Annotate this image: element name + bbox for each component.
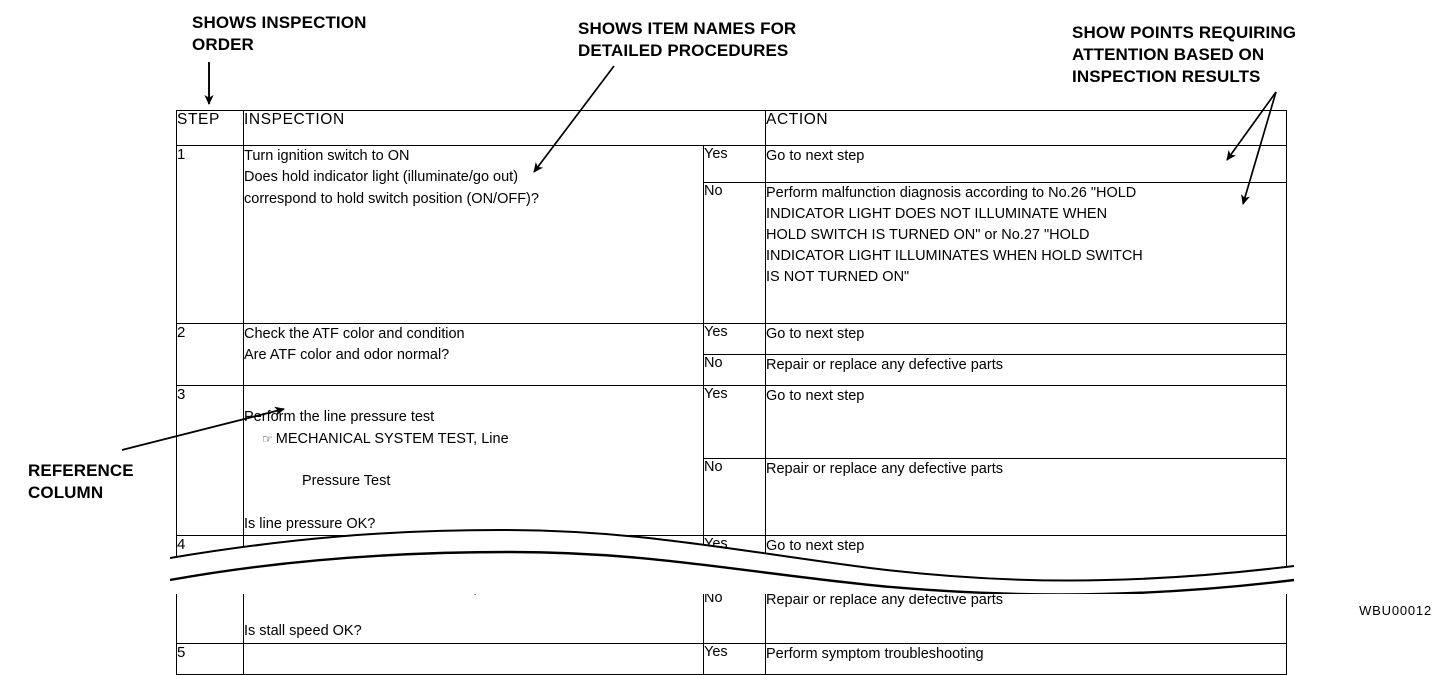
figure-canvas: SHOWS INSPECTION ORDER SHOWS ITEM NAMES … bbox=[28, 13, 1432, 675]
result-label: Yes bbox=[702, 385, 767, 459]
result-label: Yes bbox=[702, 642, 767, 675]
inspection-table: STEP INSPECTION ACTION 1 Turn ignition s… bbox=[176, 110, 1288, 675]
action-text: Repair or replace any defective parts bbox=[765, 354, 1288, 386]
action-text: Go to next step bbox=[765, 323, 1288, 355]
pointing-hand-icon: ☞ bbox=[262, 431, 273, 446]
inspection-table-wrapper: STEP INSPECTION ACTION 1 Turn ignition s… bbox=[176, 110, 1288, 675]
step-number: 3 bbox=[176, 384, 244, 537]
table-row: No Repair or replace any defective parts bbox=[177, 354, 1288, 386]
inspection-question: Is stall speed OK? bbox=[244, 623, 362, 640]
action-text: Repair or replace any defective parts bbox=[765, 588, 1288, 644]
action-text: Go to next step bbox=[765, 145, 1288, 183]
header-step: STEP bbox=[176, 110, 244, 146]
inspection-lead-line: Perform the stall test bbox=[244, 559, 377, 576]
result-label: No bbox=[702, 354, 767, 386]
step-number: 1 bbox=[176, 145, 244, 324]
inspection-text bbox=[243, 642, 704, 675]
figure-code: WBU00012 bbox=[1359, 603, 1432, 618]
reference-line: ☞MECHANICAL SYSTEM TEST, Stall Test bbox=[244, 579, 703, 600]
callout-reference-column: REFERENCE COLUMN bbox=[28, 461, 134, 502]
pointing-hand-icon: ☞ bbox=[262, 581, 273, 596]
inspection-text: Perform the line pressure test ☞MECHANIC… bbox=[243, 384, 704, 537]
action-text: Perform symptom troubleshooting bbox=[765, 642, 1288, 675]
action-text: Go to next step bbox=[765, 385, 1288, 459]
action-text: Perform malfunction diagnosis according … bbox=[765, 182, 1288, 324]
header-row: STEP INSPECTION ACTION bbox=[176, 110, 1288, 146]
callout-inspection-order: SHOWS INSPECTION ORDER bbox=[192, 13, 367, 54]
result-label: Yes bbox=[702, 145, 767, 183]
header-inspection: INSPECTION bbox=[242, 110, 767, 146]
step-number: 4 bbox=[176, 535, 244, 644]
result-label: Yes bbox=[702, 535, 767, 590]
table-row: 3 Perform the line pressure test ☞MECHAN… bbox=[176, 384, 1288, 537]
table-row: 1 Turn ignition switch to ON Does hold i… bbox=[176, 145, 1288, 324]
inspection-question: Is line pressure OK? bbox=[244, 515, 376, 532]
inspection-lead-line: Perform the line pressure test bbox=[244, 409, 435, 426]
reference-text: MECHANICAL SYSTEM TEST, Line bbox=[275, 430, 509, 447]
header-action: ACTION bbox=[765, 110, 1288, 146]
callout-attention-points: SHOW POINTS REQUIRING ATTENTION BASED ON… bbox=[1072, 23, 1297, 86]
step-number: 5 bbox=[176, 642, 244, 675]
inspection-text: Turn ignition switch to ON Does hold ind… bbox=[243, 145, 704, 324]
result-label: Yes bbox=[702, 323, 767, 355]
table-row: 4 Perform the stall test ☞MECHANICAL SYS… bbox=[176, 535, 1288, 644]
result-label: No bbox=[702, 588, 767, 644]
action-text: Go to next step bbox=[765, 535, 1288, 590]
table-body: 1 Turn ignition switch to ON Does hold i… bbox=[176, 145, 1288, 675]
table-row: 2 Check the ATF color and condition Are … bbox=[176, 323, 1288, 386]
result-label: No bbox=[702, 182, 767, 324]
table-row: No Repair or replace any defective parts bbox=[177, 457, 1288, 537]
action-text: Repair or replace any defective parts bbox=[765, 457, 1288, 537]
reference-line: ☞MECHANICAL SYSTEM TEST, Line bbox=[244, 429, 703, 450]
inspection-text: Check the ATF color and condition Are AT… bbox=[243, 323, 704, 386]
result-label: No bbox=[702, 457, 767, 537]
reference-text-continued: Pressure Test bbox=[302, 473, 391, 490]
reference-text: MECHANICAL SYSTEM TEST, Stall Test bbox=[275, 580, 540, 597]
step-number: 2 bbox=[176, 323, 244, 386]
table-row: No Perform malfunction diagnosis accordi… bbox=[177, 182, 1288, 324]
inspection-text: Perform the stall test ☞MECHANICAL SYSTE… bbox=[243, 535, 704, 644]
callout-item-names: SHOWS ITEM NAMES FOR DETAILED PROCEDURES bbox=[578, 19, 797, 60]
table-row: 5 Yes Perform symptom troubleshooting bbox=[176, 642, 1288, 675]
table-header: STEP INSPECTION ACTION bbox=[176, 110, 1288, 146]
